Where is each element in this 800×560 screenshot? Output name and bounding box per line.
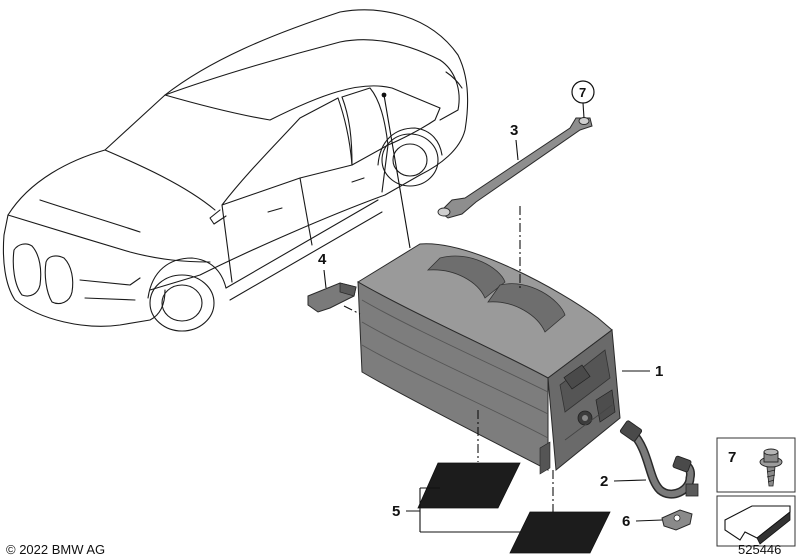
callout-1: 1 xyxy=(655,363,663,380)
ground-clip xyxy=(661,509,693,531)
copyright-text: © 2022 BMW AG xyxy=(6,542,105,557)
callout-3: 3 xyxy=(510,122,518,139)
charging-unit-component xyxy=(357,243,621,475)
callout-5: 5 xyxy=(392,503,400,520)
callout-2: 2 xyxy=(600,473,608,490)
callout-6-leader xyxy=(635,519,663,522)
callout-3-leader xyxy=(515,139,519,161)
callout-6: 6 xyxy=(622,513,630,530)
diagram-number: 525446 xyxy=(738,542,781,557)
mounting-bracket xyxy=(437,117,593,219)
callout-4-leader xyxy=(323,269,327,289)
arrow-symbol-shadow-icon xyxy=(756,511,791,545)
insulation-pads xyxy=(417,462,611,554)
callout-7-leader xyxy=(582,102,585,119)
callout-5-leader xyxy=(406,487,520,533)
sensor-part xyxy=(307,282,357,313)
vehicle-outline xyxy=(2,9,469,332)
legend-item-number: 7 xyxy=(728,449,736,466)
location-leader-line xyxy=(383,94,411,249)
legend-symbol-box xyxy=(716,495,796,547)
legend-screw-box: 7 xyxy=(716,437,796,493)
screw-icon xyxy=(759,448,783,487)
cable-harness xyxy=(619,420,699,499)
callout-2-leader xyxy=(613,479,647,482)
sensor-dashed-line xyxy=(343,305,361,315)
callout-4: 4 xyxy=(318,251,327,268)
callout-7: 7 xyxy=(579,85,586,100)
